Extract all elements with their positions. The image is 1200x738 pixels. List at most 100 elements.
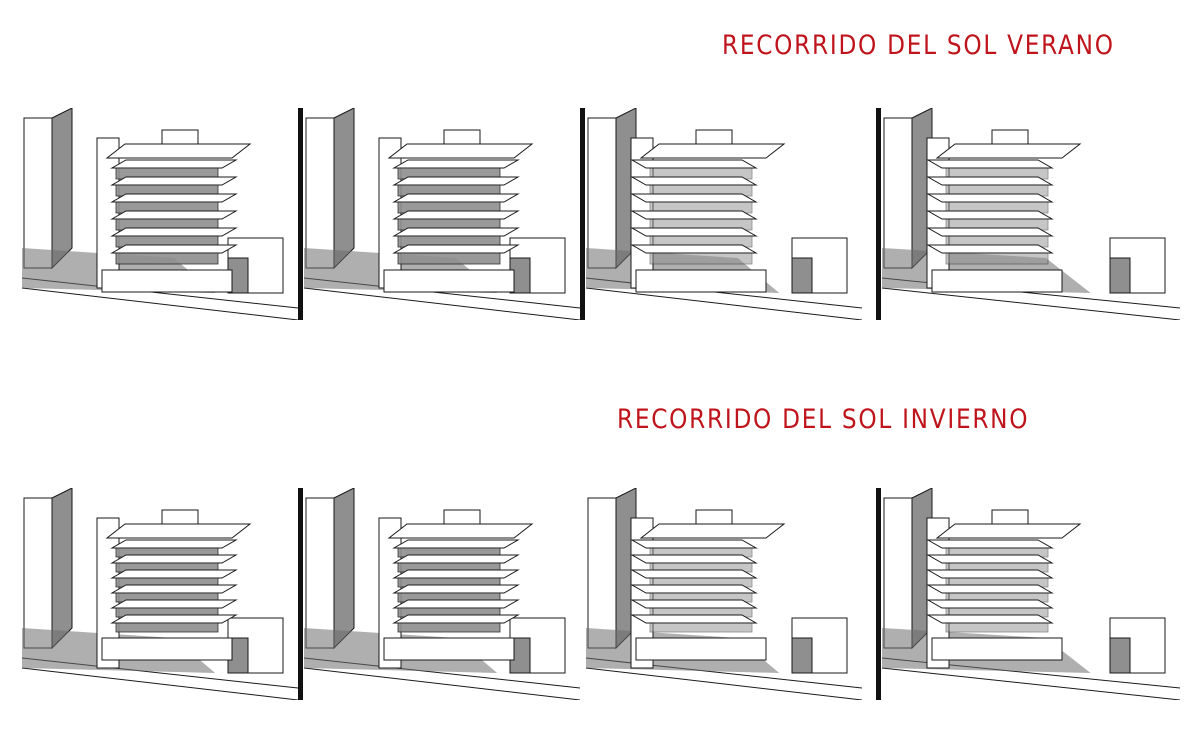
floor-slab [926, 554, 1054, 564]
floor-slab [926, 599, 1054, 609]
floor-shadow [115, 622, 219, 633]
side-block-shadow [791, 257, 813, 294]
roof-box [443, 129, 481, 145]
floor-slab [392, 614, 520, 624]
side-block-shadow [1109, 257, 1131, 294]
roof-box [443, 509, 481, 525]
floor-slab [926, 539, 1054, 549]
context-building [23, 497, 53, 649]
curb-line [304, 287, 580, 320]
floor-slab [630, 193, 758, 203]
building-base [931, 637, 1063, 661]
building-axonometric [882, 488, 1180, 700]
building-axonometric [22, 108, 298, 320]
building-axonometric [586, 488, 862, 700]
side-block-shadow [791, 637, 813, 674]
floor-slab [630, 176, 758, 186]
roof-box [991, 129, 1029, 145]
floor-slab [926, 176, 1054, 186]
winter-view-4 [882, 488, 1180, 700]
floor-slab [110, 599, 238, 609]
curb-line [882, 667, 1180, 700]
floor-shadow [115, 252, 219, 265]
curb-line [586, 667, 862, 700]
floor-slab [926, 227, 1054, 237]
floor-slab [392, 599, 520, 609]
floor-slab [392, 159, 520, 169]
roof-box [161, 509, 199, 525]
context-building [305, 497, 335, 649]
roof-slab [105, 143, 252, 159]
winter-divider-1 [298, 488, 303, 700]
floor-slab [392, 227, 520, 237]
floor-shadow [397, 252, 501, 265]
roof-box [695, 509, 733, 525]
building-base [101, 637, 233, 661]
building-axonometric [586, 108, 862, 320]
floor-slab [110, 227, 238, 237]
floor-slab [630, 210, 758, 220]
floor-slab [110, 176, 238, 186]
summer-divider-1 [298, 108, 303, 320]
floor-slab [926, 210, 1054, 220]
roof-box [161, 129, 199, 145]
roof-box [991, 509, 1029, 525]
context-shadow [333, 488, 355, 650]
context-shadow [333, 108, 355, 270]
curb-line [586, 287, 862, 320]
curb-line [22, 667, 298, 700]
roof-slab [105, 523, 252, 539]
winter-divider-2 [580, 488, 585, 700]
floor-slab [926, 244, 1054, 254]
roof-slab [387, 143, 534, 159]
floor-slab [110, 554, 238, 564]
floor-slab [392, 210, 520, 220]
building-axonometric [304, 108, 580, 320]
curb-line [22, 287, 298, 320]
summer-row [22, 108, 1180, 320]
building-base [101, 269, 233, 293]
roof-slab [639, 523, 786, 539]
floor-slab [110, 569, 238, 579]
summer-divider-3 [876, 108, 881, 320]
curb-line [304, 667, 580, 700]
floor-slab [630, 614, 758, 624]
floor-slab [630, 569, 758, 579]
floor-slab [110, 159, 238, 169]
building-base [931, 269, 1063, 293]
floor-slab [926, 614, 1054, 624]
floor-slab [926, 569, 1054, 579]
summer-view-3 [586, 108, 862, 320]
winter-divider-3 [876, 488, 881, 700]
floor-slab [630, 599, 758, 609]
floor-slab [392, 176, 520, 186]
floor-slab [110, 210, 238, 220]
building-base [383, 269, 515, 293]
floor-slab [392, 554, 520, 564]
winter-view-3 [586, 488, 862, 700]
title-winter: RECORRIDO DEL SOL INVIERNO [617, 404, 1030, 435]
summer-view-2 [304, 108, 580, 320]
floor-shadow [945, 622, 1049, 633]
floor-shadow [945, 252, 1049, 265]
roof-slab [935, 523, 1082, 539]
building-axonometric [882, 108, 1180, 320]
title-summer: RECORRIDO DEL SOL VERANO [722, 30, 1115, 61]
side-block-shadow [1109, 637, 1131, 674]
building-axonometric [22, 488, 298, 700]
floor-slab [110, 584, 238, 594]
floor-slab [392, 539, 520, 549]
context-building [23, 117, 53, 269]
roof-box [695, 129, 733, 145]
building-base [635, 637, 767, 661]
roof-slab [639, 143, 786, 159]
roof-slab [387, 523, 534, 539]
floor-slab [392, 193, 520, 203]
floor-slab [392, 584, 520, 594]
context-building [305, 117, 335, 269]
context-shadow [51, 488, 73, 650]
building-axonometric [304, 488, 580, 700]
floor-slab [110, 193, 238, 203]
summer-divider-2 [580, 108, 585, 320]
floor-slab [392, 244, 520, 254]
